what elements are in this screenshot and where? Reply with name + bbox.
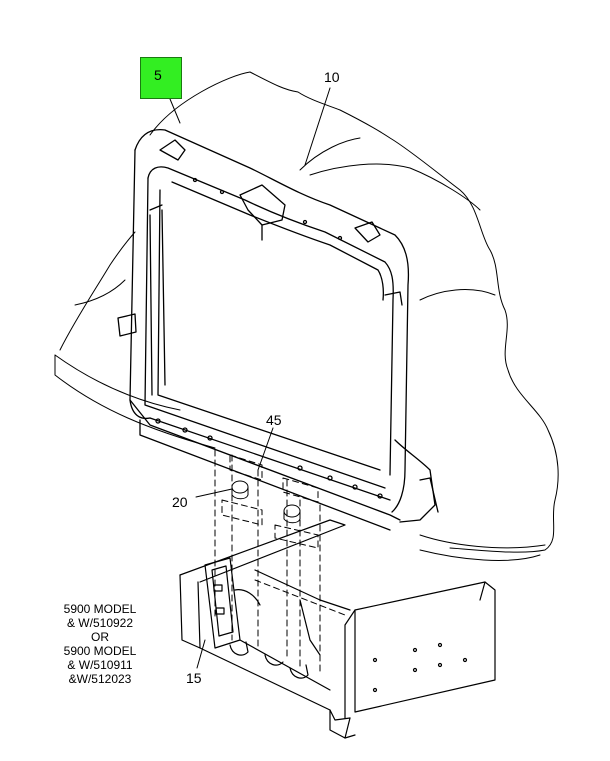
leader-part-45 xyxy=(257,427,274,471)
callout-part-5[interactable]: 5 xyxy=(140,57,182,99)
leader-part-20 xyxy=(195,488,233,498)
isolator-mounts xyxy=(231,480,301,524)
callout-part-20[interactable]: 20 xyxy=(172,494,188,510)
note-line: 5900 MODEL xyxy=(63,644,137,658)
note-line: 5900 MODEL xyxy=(63,602,137,616)
hood-outline xyxy=(54,71,559,561)
callout-part-45[interactable]: 45 xyxy=(266,412,282,428)
leader-part-10 xyxy=(304,87,331,166)
callout-part-10[interactable]: 10 xyxy=(324,69,340,85)
callout-part-15[interactable]: 15 xyxy=(186,670,202,686)
radiator-support-frame xyxy=(117,129,439,531)
callout-part-5-number: 5 xyxy=(154,67,162,83)
model-applicability-note: 5900 MODEL & W/510922 OR 5900 MODEL & W/… xyxy=(58,602,142,686)
note-line: & W/510922 xyxy=(66,616,134,630)
mounting-bracket xyxy=(179,519,496,739)
note-line: OR xyxy=(91,630,109,644)
assembly-dash-lines xyxy=(214,449,346,676)
leader-part-15 xyxy=(196,639,206,669)
leader-lines xyxy=(169,87,331,669)
leader-part-5 xyxy=(169,98,181,124)
note-line: & W/510911 xyxy=(67,658,133,672)
note-line: &W/512023 xyxy=(68,672,132,686)
